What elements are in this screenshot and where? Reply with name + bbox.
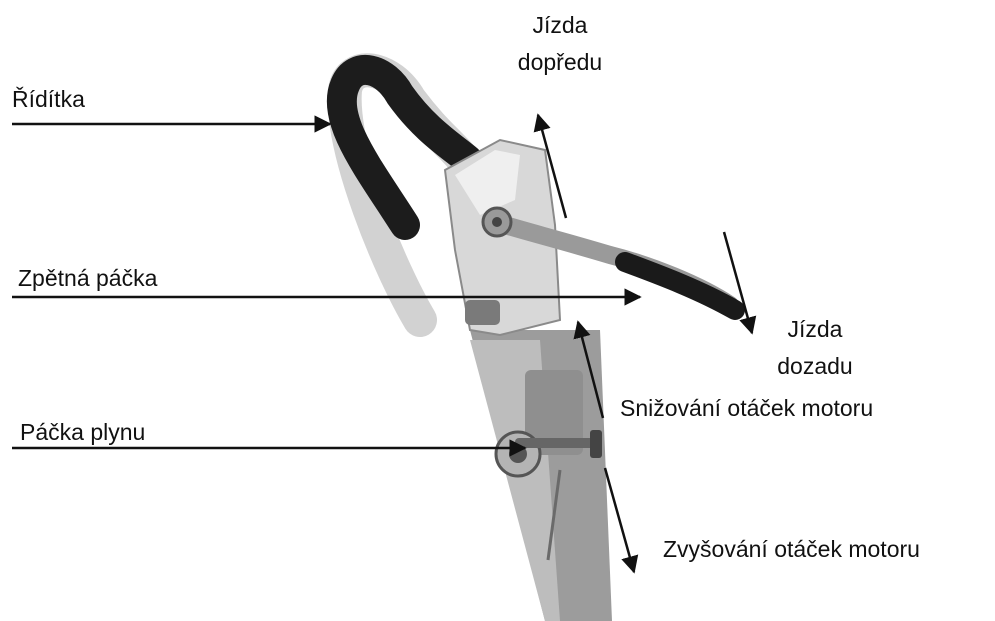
handlebar-label: Řídítka: [12, 86, 85, 113]
backward-label: Jízda dozadu: [755, 316, 875, 380]
forward-label: Jízda dopředu: [495, 12, 625, 76]
forward-label-line2: dopředu: [495, 49, 625, 76]
throttle-lever-label: Páčka plynu: [20, 419, 145, 446]
rpm-decrease-label: Snižování otáček motoru: [620, 395, 873, 422]
backward-label-line1: Jízda: [755, 316, 875, 343]
rpm-increase-arrow: [605, 468, 634, 572]
rpm-increase-label: Zvyšování otáček motoru: [663, 536, 920, 563]
forward-label-line1: Jízda: [495, 12, 625, 39]
reverse-lever-label: Zpětná páčka: [18, 265, 157, 292]
backward-label-line2: dozadu: [755, 353, 875, 380]
